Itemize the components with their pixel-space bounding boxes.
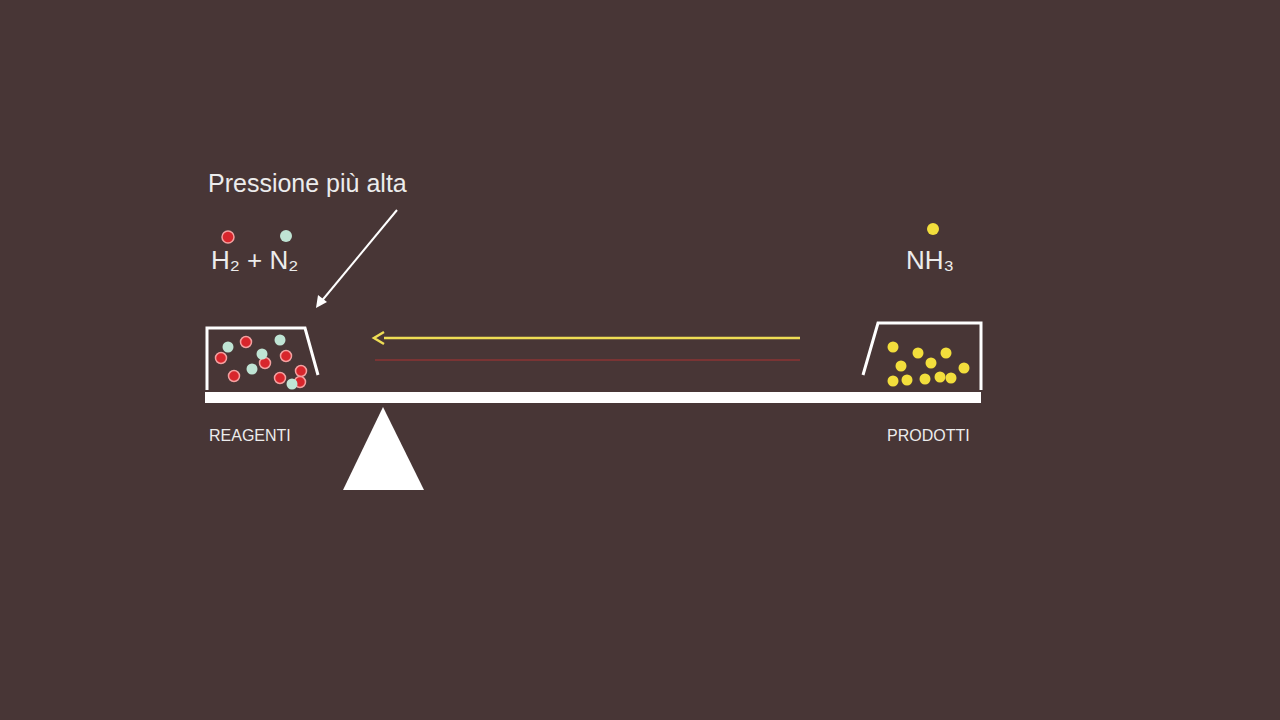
ammonia-molecule bbox=[941, 348, 952, 359]
arrow-head bbox=[374, 332, 384, 344]
hydrogen-molecule bbox=[275, 373, 286, 384]
leader-line bbox=[320, 210, 397, 303]
hydrogen-molecule bbox=[281, 351, 292, 362]
pressure-note: Pressione più alta bbox=[208, 170, 407, 198]
nitrogen-dot bbox=[280, 230, 292, 242]
product-formula: NH₃ bbox=[906, 246, 954, 275]
reverse-reaction-line bbox=[375, 359, 800, 361]
side-label: PRODOTTI bbox=[887, 427, 970, 445]
product-pan bbox=[863, 323, 981, 390]
ammonia-molecule bbox=[913, 348, 924, 359]
ammonia-molecule bbox=[935, 372, 946, 383]
ammonia-molecule bbox=[946, 373, 957, 384]
ammonia-molecule bbox=[959, 363, 970, 374]
reagent-molecules bbox=[216, 335, 307, 390]
ammonia-molecule bbox=[902, 375, 913, 386]
ammonia-molecule bbox=[896, 361, 907, 372]
equilibrium-shift-arrow bbox=[384, 337, 800, 340]
ammonia-molecule bbox=[888, 376, 899, 387]
ammonia-dot bbox=[927, 223, 939, 235]
ammonia-molecule bbox=[888, 342, 899, 353]
ammonia-molecule bbox=[926, 358, 937, 369]
leader-head bbox=[316, 295, 327, 308]
reagent-pan bbox=[207, 328, 318, 390]
nitrogen-molecule bbox=[247, 364, 258, 375]
nitrogen-molecule bbox=[223, 342, 234, 353]
side-label: REAGENTI bbox=[209, 427, 291, 445]
hydrogen-molecule bbox=[241, 337, 252, 348]
balance-beam bbox=[205, 392, 981, 403]
fulcrum bbox=[343, 407, 424, 490]
nitrogen-molecule bbox=[257, 349, 268, 360]
product-molecules bbox=[888, 342, 970, 387]
nitrogen-molecule bbox=[287, 379, 298, 390]
ammonia-molecule bbox=[920, 374, 931, 385]
hydrogen-molecule bbox=[216, 353, 227, 364]
hydrogen-molecule bbox=[296, 366, 307, 377]
hydrogen-molecule bbox=[229, 371, 240, 382]
nitrogen-molecule bbox=[275, 335, 286, 346]
reactant-formula: H₂ + N₂ bbox=[211, 246, 298, 275]
hydrogen-dot bbox=[222, 231, 234, 243]
